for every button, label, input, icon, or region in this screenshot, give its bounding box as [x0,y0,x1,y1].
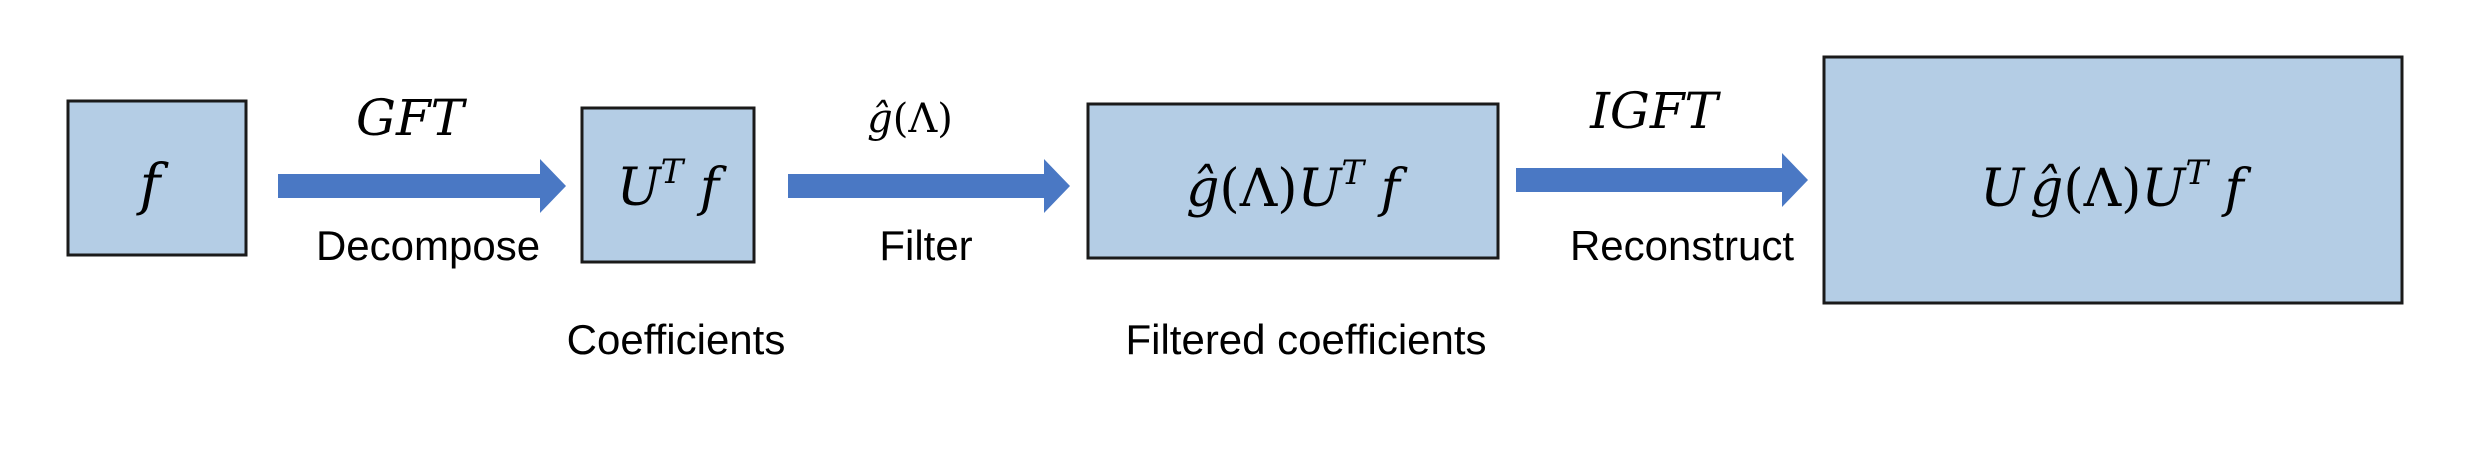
input-box [66,99,248,257]
filt-lambda: (Λ) [1219,159,1297,219]
out-lambda: (Λ) [2063,159,2141,219]
filtered-caption: Filtered coefficients [1125,316,1486,363]
coefficients-caption: Coefficients [567,316,786,363]
filt-sup: T [1341,153,1366,193]
coef-sup: T [661,152,686,192]
decompose-label: Decompose [316,222,540,269]
out-sup: T [2185,153,2210,193]
out-ghat: ĝ [2030,159,2063,219]
filt-ghat: ĝ [1186,159,1219,219]
filter-label: Filter [879,222,972,269]
coefficients-box [580,106,756,264]
gft-label: GFT [356,89,468,147]
reconstruct-label: Reconstruct [1570,222,1794,269]
filt-u: U [1298,159,1344,219]
out-u2: U [2141,159,2187,219]
filter-ghat: ĝ [867,96,893,142]
out-u: U [1980,159,2026,219]
filter-symbol-label: ĝ(Λ) [867,96,953,142]
igft-label: IGFT [1589,82,1721,140]
gft-arrow [278,159,566,213]
coef-u: U [617,158,663,218]
filtered-formula: ĝ(Λ)UT f [1186,153,1407,219]
output-box [1822,55,2404,305]
igft-arrow [1516,153,1808,207]
filter-lambda: (Λ) [893,96,953,142]
filtered-box [1086,102,1500,260]
filter-arrow [788,159,1070,213]
